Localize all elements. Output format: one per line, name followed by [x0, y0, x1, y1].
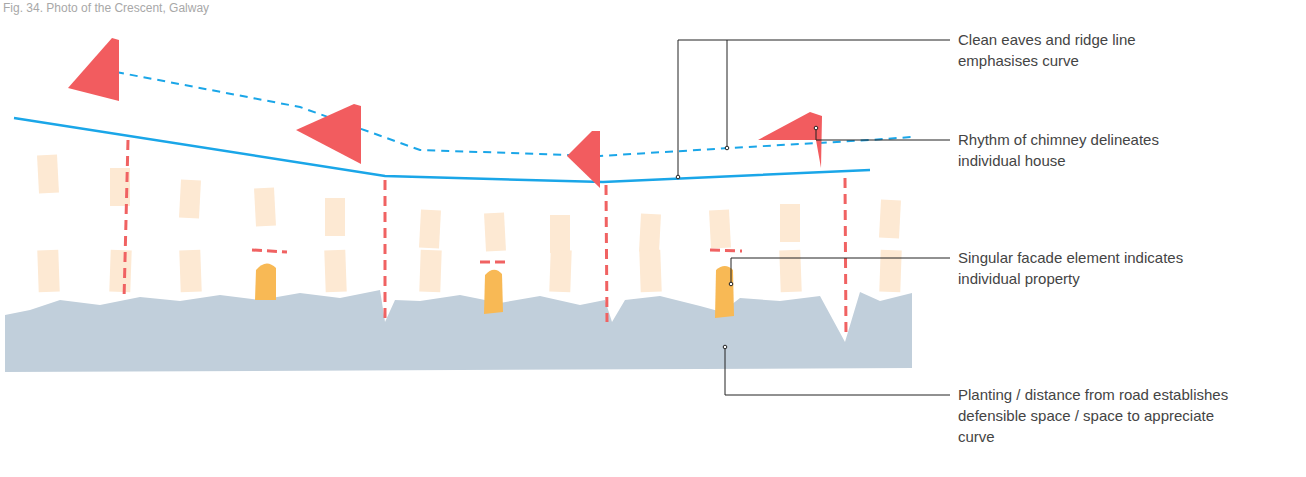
leader-dot [676, 175, 680, 179]
leader-line [816, 128, 950, 140]
leader-line [731, 258, 950, 284]
window [109, 250, 131, 293]
window [879, 200, 901, 239]
window [419, 210, 441, 249]
window [254, 188, 276, 227]
window [639, 214, 661, 253]
party-wall-lines [124, 140, 846, 338]
window [419, 250, 441, 293]
leader-dot [729, 282, 733, 286]
dash [710, 250, 742, 251]
chimney [758, 112, 822, 168]
ground-planting [5, 290, 912, 372]
dash [252, 250, 287, 252]
doors [255, 263, 734, 318]
window [879, 250, 901, 293]
window [37, 155, 59, 194]
leader-dot [814, 126, 818, 130]
window [709, 210, 731, 249]
party-wall [606, 185, 607, 322]
window [324, 250, 346, 293]
chimney [567, 131, 600, 188]
window [325, 198, 345, 236]
leader-dot [723, 345, 727, 349]
party-wall [124, 140, 128, 300]
leader-line [727, 40, 728, 148]
annotation-label: Singular facade element indicates indivi… [958, 247, 1208, 289]
eaves-line [14, 118, 870, 182]
leader-line [678, 40, 950, 177]
annotation-label: Clean eaves and ridge line emphasises cu… [958, 29, 1173, 71]
party-wall [384, 180, 387, 322]
ridge-line [116, 72, 912, 156]
annotation-label: Rhythm of chimney delineates individual … [958, 129, 1183, 171]
leader-dots [676, 126, 818, 349]
window [639, 250, 661, 293]
window [780, 204, 800, 242]
window [179, 250, 201, 293]
figure-caption: Fig. 34. Photo of the Crescent, Galway [3, 1, 209, 15]
chimney [68, 38, 119, 101]
door [255, 263, 276, 300]
leader-lines [678, 40, 950, 395]
window [484, 213, 506, 252]
window [37, 250, 59, 293]
annotation-label: Planting / distance from road establishe… [958, 384, 1233, 447]
door-head-dashes [252, 250, 742, 262]
window [550, 215, 570, 253]
dash [480, 261, 508, 264]
door [484, 270, 503, 314]
leader-dot [725, 146, 729, 150]
chimney [296, 104, 361, 164]
leader-line [725, 347, 950, 395]
window [779, 250, 801, 293]
window [549, 250, 571, 293]
chimneys [68, 38, 822, 188]
window [179, 180, 201, 219]
